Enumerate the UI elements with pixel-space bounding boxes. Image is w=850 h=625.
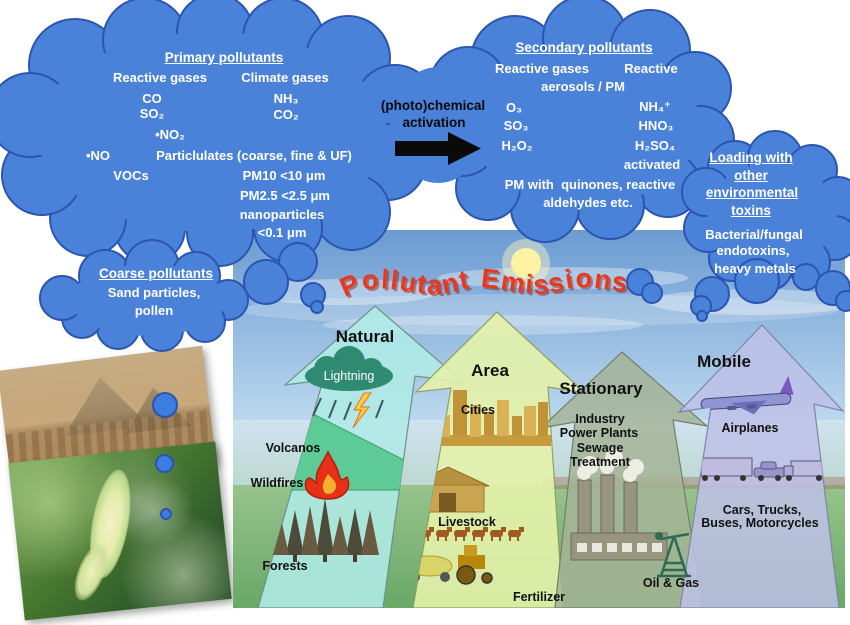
secondary-item: O₃ — [505, 100, 523, 115]
rain-streaks — [312, 397, 384, 421]
primary-item: CO — [142, 91, 162, 106]
loading-item: heavy metals — [714, 261, 796, 276]
lightning-cloud-icon — [305, 346, 393, 429]
primary-item: PM10 <10 μm — [242, 168, 326, 183]
secondary-pm-line: aldehydes etc. — [543, 195, 633, 210]
loading-cloud-title: environmental — [705, 185, 799, 200]
primary-item: SO₂ — [139, 106, 165, 121]
wildfires-label: Wildfires — [251, 476, 304, 490]
primary-cloud-title: Primary pollutants — [164, 50, 284, 65]
activation-arrow-icon — [395, 132, 481, 165]
loading-cloud-title: Loading with — [709, 150, 793, 165]
primary-item: •NO — [85, 148, 111, 163]
primary-right-header: Climate gases — [241, 70, 329, 85]
thought-bubble-dot — [160, 508, 172, 520]
area-label: Area — [471, 361, 509, 380]
natural-label: Natural — [336, 327, 395, 346]
sun-icon — [511, 248, 541, 278]
primary-particulates: Particlulates (coarse, fine & UF) — [156, 148, 352, 163]
oil-gas-label: Oil & Gas — [643, 576, 699, 590]
cattle-icons — [418, 527, 524, 541]
forests-label: Forests — [262, 559, 307, 573]
cars-trucks-label: Cars, Trucks, — [723, 503, 802, 517]
wildfire-flame-icon — [304, 450, 350, 500]
primary-left-header: Reactive gases — [113, 70, 207, 85]
emissions-illustration: Pollutant Emissions Pollutant Emissions — [233, 230, 845, 608]
airplane-icon — [700, 375, 794, 415]
white-cloud — [438, 267, 688, 289]
livestock-label: Livestock — [438, 515, 496, 529]
treatment-label: Treatment — [570, 455, 631, 469]
white-cloud — [248, 279, 438, 305]
coarse-item: Sand particles, — [107, 285, 201, 300]
coarse-cloud-title: Coarse pollutants — [98, 266, 214, 281]
cities-label: Cities — [461, 403, 495, 417]
primary-item: CO₂ — [273, 107, 299, 122]
power-plants-label: Power Plants — [560, 426, 639, 440]
loading-cloud-title: other — [734, 168, 768, 183]
primary-item: VOCs — [113, 168, 149, 183]
lightning-bolt-icon — [352, 392, 372, 429]
secondary-cloud-title: Secondary pollutants — [515, 40, 653, 55]
fertilizer-label: Fertilizer — [513, 590, 565, 604]
primary-item: <0.1 μm — [257, 225, 307, 240]
secondary-item: HNO₃ — [638, 118, 674, 133]
loading-item: Bacterial/fungal — [705, 227, 803, 242]
stationary-label: Stationary — [559, 379, 643, 398]
airplanes-label: Airplanes — [722, 421, 779, 435]
secondary-item: NH₄⁺ — [639, 99, 671, 114]
secondary-left-header: Reactive gases — [495, 61, 589, 76]
mobile-label: Mobile — [697, 352, 751, 371]
loading-item: endotoxins, — [716, 243, 790, 258]
factory-icon — [570, 449, 668, 561]
primary-pollutants-cloud — [0, 0, 436, 267]
oil-derrick-icon — [655, 532, 691, 578]
factory-smoke — [577, 449, 644, 482]
secondary-right-header2: aerosols / PM — [541, 79, 625, 94]
secondary-item: SO₃ — [503, 118, 529, 133]
volcanos-label: Volcanos — [266, 441, 321, 455]
industry-label: Industry — [575, 412, 624, 426]
activation-label: (photo)chemical — [380, 98, 486, 113]
forest-trees-icon — [258, 498, 379, 562]
pollen-grass-photo — [8, 441, 232, 621]
primary-item: NH₃ — [273, 91, 299, 106]
coarse-item: pollen — [134, 303, 174, 318]
lightning-label: Lightning — [324, 369, 375, 383]
buses-motorcycles-label: Buses, Motorcycles — [701, 516, 818, 530]
thought-bubble-dot — [152, 392, 178, 418]
secondary-pm-line: PM with quinones, reactive — [504, 177, 676, 192]
secondary-item: activated — [623, 157, 681, 172]
secondary-right-header: Reactive — [624, 61, 678, 76]
loading-cloud-title: toxins — [731, 203, 771, 218]
thought-bubble-dot — [155, 454, 174, 473]
primary-item: PM2.5 <2.5 μm — [240, 188, 330, 203]
primary-item: •NO₂ — [155, 127, 185, 142]
sewage-label: Sewage — [577, 441, 624, 455]
primary-item: nanoparticles — [239, 207, 325, 222]
activation-label: activation — [402, 115, 466, 130]
secondary-item: H₂SO₄ — [634, 138, 676, 153]
secondary-item: H₂O₂ — [501, 138, 533, 153]
